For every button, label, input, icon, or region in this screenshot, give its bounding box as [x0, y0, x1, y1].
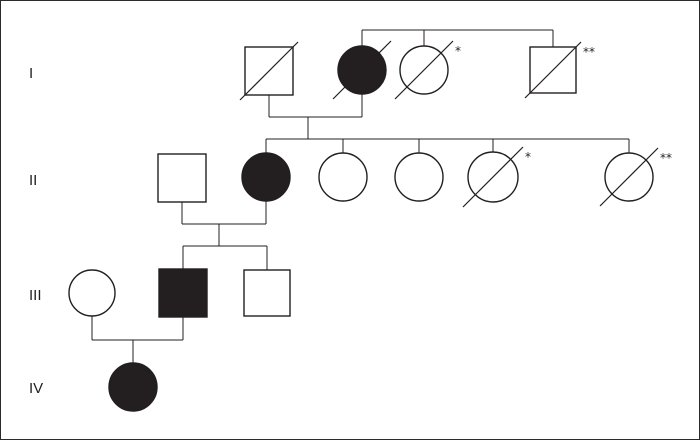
annotation-mark: ** [583, 45, 595, 59]
male-square [157, 153, 207, 203]
deceased-slash [524, 41, 582, 99]
individual-II-2 [241, 152, 291, 202]
individual-III-2 [158, 268, 208, 318]
pedigree-connectors [91, 29, 630, 363]
individual-IV-1 [108, 362, 158, 412]
female-circle [394, 152, 444, 202]
generation-label-II: II [29, 172, 37, 189]
individual-II-4 [394, 152, 444, 202]
deceased-slash [599, 147, 659, 207]
deceased-slash [462, 146, 524, 208]
generation-label-IV: IV [29, 380, 43, 397]
individual-I-4: ** [524, 41, 595, 99]
female-circle [318, 152, 368, 202]
deceased-slash [394, 40, 454, 100]
male-square [243, 269, 291, 317]
individual-I-3: * [394, 40, 461, 100]
affected-female-circle [108, 362, 158, 412]
individual-III-3 [243, 269, 291, 317]
individual-II-5: * [462, 146, 531, 208]
affected-female-circle [241, 152, 291, 202]
deceased-slash [239, 41, 299, 101]
annotation-mark: * [455, 44, 461, 58]
female-circle [68, 269, 116, 317]
pedigree-individuals: ****** [68, 40, 672, 412]
individual-II-3 [318, 152, 368, 202]
affected-male-square [158, 268, 208, 318]
deceased-slash [332, 40, 392, 100]
individual-II-6: ** [599, 147, 672, 207]
generation-label-I: I [29, 65, 33, 82]
generation-label-III: III [29, 287, 42, 304]
individual-II-1 [157, 153, 207, 203]
annotation-mark: * [525, 150, 531, 164]
individual-I-2 [332, 40, 392, 100]
individual-III-1 [68, 269, 116, 317]
individual-I-1 [239, 41, 299, 101]
annotation-mark: ** [660, 151, 672, 165]
